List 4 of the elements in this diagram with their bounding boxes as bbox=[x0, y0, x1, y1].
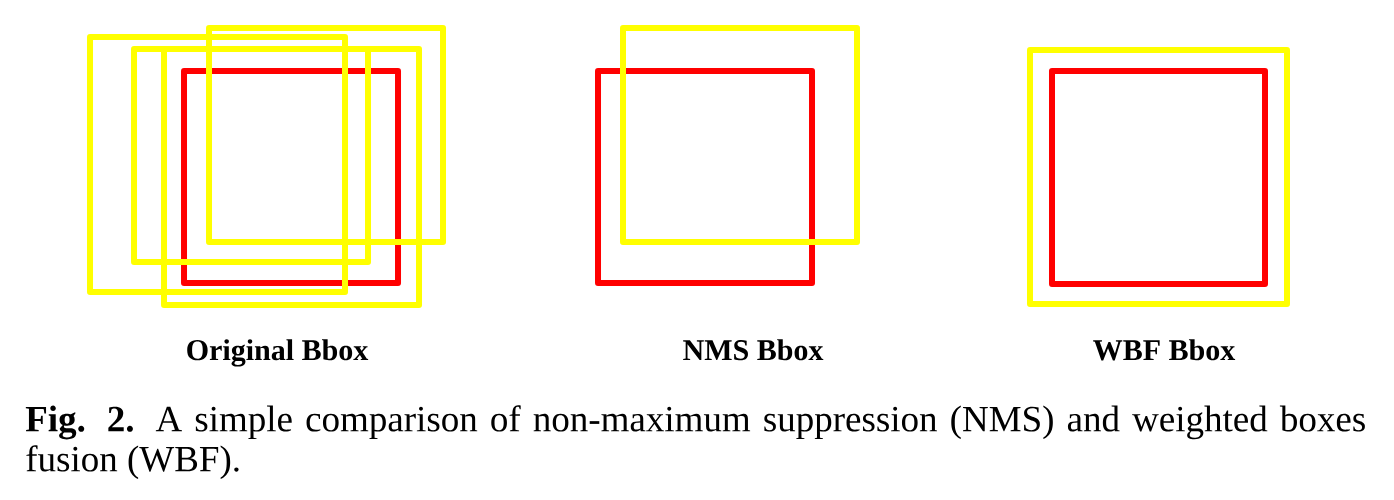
panel-label: Original Bbox bbox=[187, 339, 369, 367]
panel-label: WBF Bbox bbox=[1093, 339, 1236, 361]
caption: Fig. 2. A simple comparison of non-maximum suppression (NMS) and weighted boxes fusion (WBF). bbox=[25, 405, 1365, 480]
panel-label: NMS Bbox bbox=[683, 339, 824, 361]
